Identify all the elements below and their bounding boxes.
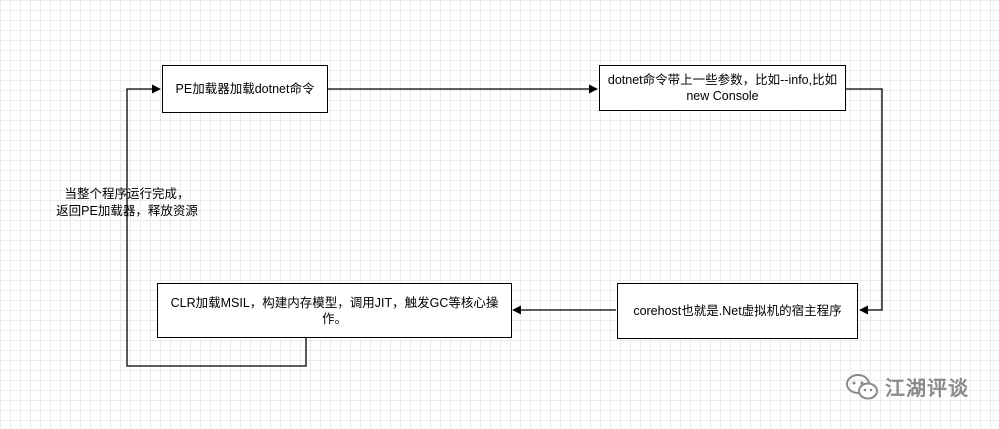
- node-corehost[interactable]: corehost也就是.Net虚拟机的宿主程序: [617, 283, 858, 339]
- node-corehost-label: corehost也就是.Net虚拟机的宿主程序: [633, 304, 842, 318]
- node-clr-label: CLR加载MSIL，构建内存模型，调用JIT，触发GC等核心操作。: [170, 295, 499, 326]
- edge-clr-to-pe: [126, 84, 307, 367]
- watermark: 江湖评谈: [845, 372, 969, 401]
- edge-label-return: 当整个程序运行完成， 返回PE加载器，释放资源: [56, 187, 198, 218]
- node-pe-loader-label: PE加载器加载dotnet命令: [175, 82, 315, 96]
- watermark-text: 江湖评谈: [885, 378, 969, 400]
- node-dotnet-params-label: dotnet命令带上一些参数，比如--info,比如new Console: [607, 73, 838, 103]
- node-dotnet-params[interactable]: dotnet命令带上一些参数，比如--info,比如new Console: [599, 65, 846, 111]
- node-clr[interactable]: CLR加载MSIL，构建内存模型，调用JIT，触发GC等核心操作。: [157, 283, 512, 338]
- edge-dotnet-to-corehost: [846, 88, 883, 315]
- node-pe-loader[interactable]: PE加载器加载dotnet命令: [162, 65, 328, 113]
- wechat-icon: [846, 373, 878, 399]
